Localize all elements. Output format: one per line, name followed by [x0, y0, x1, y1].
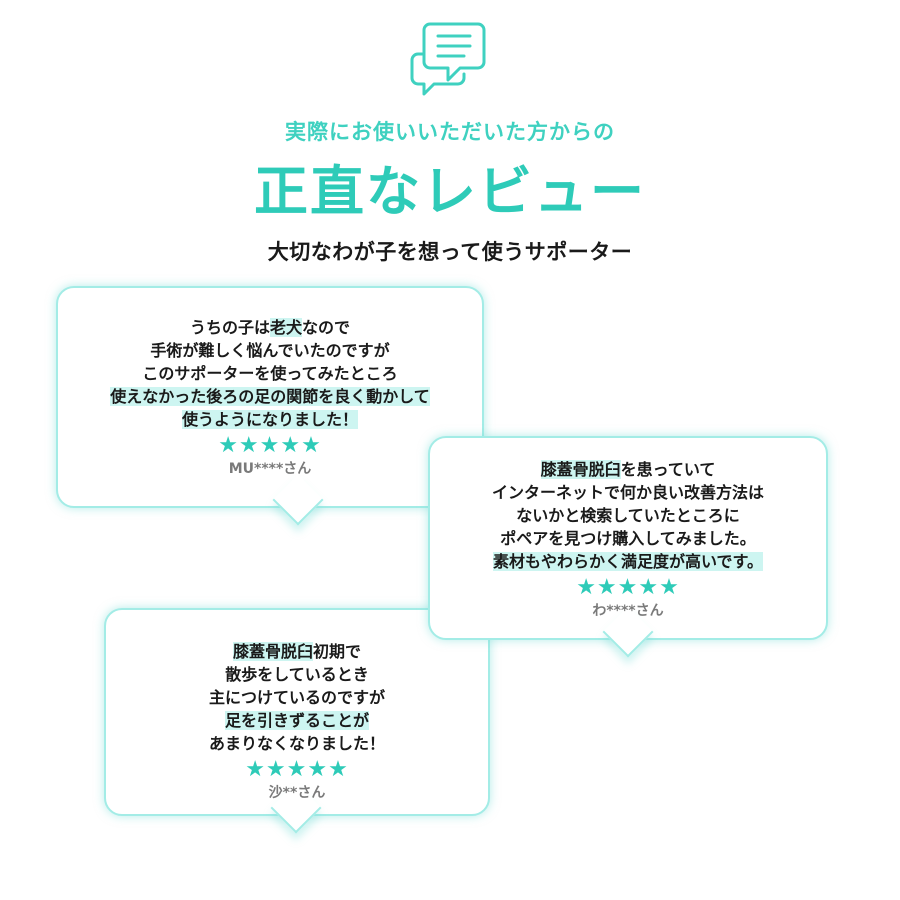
- review-card: 膝蓋骨脱臼を患っていて インターネットで何か良い改善方法は ないかと検索していた…: [428, 436, 828, 658]
- review-text: 膝蓋骨脱臼を患っていて インターネットで何か良い改善方法は ないかと検索していた…: [430, 458, 826, 573]
- review-line: 手術が難しく悩んでいたのですが: [150, 341, 390, 360]
- star-rating: ★★★★★: [576, 575, 680, 600]
- review-line: 主につけているのですが: [208, 688, 385, 707]
- review-line: ポペアを見つけ購入してみました。: [500, 529, 756, 548]
- star-rating: ★★★★★: [245, 757, 349, 782]
- review-line: 膝蓋骨脱臼初期で: [232, 642, 362, 661]
- review-card: うちの子は老犬なので 手術が難しく悩んでいたのですが このサポーターを使ってみた…: [56, 286, 484, 526]
- chat-bubbles-icon: [410, 22, 486, 96]
- review-line: うちの子は老犬なので: [189, 318, 351, 337]
- review-card: 膝蓋骨脱臼初期で 散歩をしているとき 主につけているのですが 足を引きずることが…: [104, 608, 490, 834]
- review-line: 使うようになりました！: [181, 410, 358, 429]
- review-line: ないかと検索していたところに: [516, 506, 740, 525]
- review-line: あまりなくなりました！: [208, 734, 385, 753]
- reviewer-name: 沙**さん: [268, 785, 326, 801]
- review-line: このサポーターを使ってみたところ: [142, 364, 398, 383]
- review-line: 使えなかった後ろの足の関節を良く動かして: [110, 387, 430, 406]
- header-subtitle: 実際にお使いいただいた方からの: [285, 120, 615, 144]
- review-text: うちの子は老犬なので 手術が難しく悩んでいたのですが このサポーターを使ってみた…: [58, 316, 482, 431]
- header-tagline: 大切なわが子を想って使うサポーター: [267, 240, 633, 264]
- reviewer-name: MU****さん: [228, 461, 312, 477]
- speech-bubble-tail: [272, 474, 324, 526]
- review-line: インターネットで何か良い改善方法は: [491, 483, 764, 502]
- review-line: 足を引きずることが: [224, 711, 369, 730]
- review-text: 膝蓋骨脱臼初期で 散歩をしているとき 主につけているのですが 足を引きずることが…: [106, 640, 488, 755]
- review-line: 散歩をしているとき: [225, 665, 369, 684]
- reviewer-name: わ****さん: [592, 603, 664, 619]
- page-title: 正直なレビュー: [254, 160, 646, 223]
- review-line: 膝蓋骨脱臼を患っていて: [540, 460, 716, 479]
- star-rating: ★★★★★: [218, 433, 322, 458]
- review-line: 素材もやわらかく満足度が高いです。: [493, 552, 763, 571]
